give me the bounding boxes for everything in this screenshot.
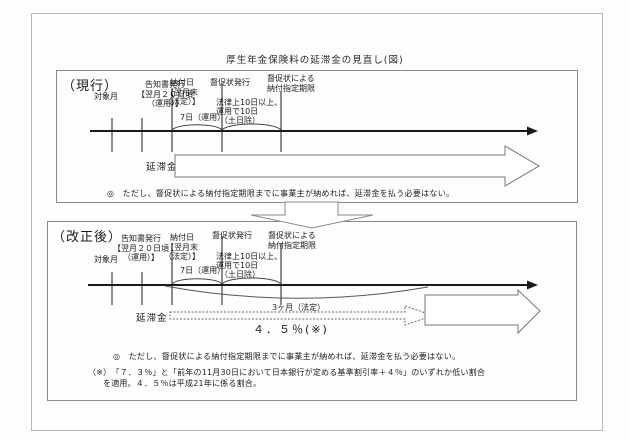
- current-label-due-date: 納付日 【翌月末 （法定）】: [164, 78, 200, 106]
- current-brace-7days: [171, 124, 223, 131]
- revised-label-notice: 告知書発行 【翌月２０日頃 （運用）】: [113, 234, 169, 262]
- current-label-target-month: 対象月: [94, 92, 118, 101]
- revised-rate-low-value: ４．５％(※): [253, 323, 329, 336]
- revised-rate-low-arrow: [169, 305, 435, 326]
- current-label-notice: 告知書発行 【翌月２０日頃 （運用）】: [137, 80, 193, 108]
- current-heading: （現行）: [62, 79, 119, 94]
- revised-interval-10days: 法律上10日以上、 運用で10日 （土日除）: [216, 252, 283, 279]
- revised-note: ◎ ただし、督促状による納付指定期限までに事業主が納めれば、延滞金を払う必要はな…: [113, 352, 461, 361]
- revised-label-reminder: 督促状発行: [212, 231, 252, 240]
- current-interval-7days: 7日（運用）: [180, 113, 226, 122]
- current-note: ◎ ただし、督促状による納付指定期限までに事業主が納めれば、延滞金を払う必要はな…: [107, 189, 455, 198]
- transition-down-arrow: [250, 201, 374, 229]
- revised-timeline: [88, 236, 538, 305]
- revised-three-months-arc: [164, 285, 429, 299]
- current-rate-arrow: [174, 145, 540, 187]
- revised-label-target-month: 対象月: [94, 255, 118, 264]
- revised-rate-high-arrow: [424, 288, 541, 335]
- current-interval-10days: 法律上10日以上、 運用で10日 （土日除）: [216, 98, 283, 125]
- current-label-reminder: 督促状発行: [210, 78, 250, 87]
- current-brace-10days: [221, 123, 282, 131]
- revised-late-fee-label: 延滞金: [136, 313, 168, 324]
- revised-three-months-label: 3ヶ月（法定）: [272, 303, 326, 312]
- page-border: [31, 13, 603, 431]
- revised-brace-10days: [221, 277, 282, 285]
- revised-label-deadline: 督促状による 納付指定期限: [268, 231, 316, 250]
- revised-footnote-line2: を適用。４．５％は平成21年に係る割合。: [103, 379, 262, 388]
- revised-heading: （改正後）: [52, 230, 123, 245]
- current-timeline: [90, 84, 538, 152]
- page-title: 厚生年金保険料の延滞金の見直し(図): [226, 55, 404, 66]
- revised-label-due-date: 納付日 【翌月末 （法定）】: [164, 233, 200, 261]
- revised-brace-7days: [171, 278, 223, 285]
- current-late-fee-label: 延滞金: [146, 162, 178, 173]
- revised-interval-7days: 7日（運用）: [180, 266, 226, 275]
- current-label-deadline: 督促状による 納付指定期限: [267, 74, 315, 93]
- revised-footnote-line1: （※） 「７．３％」と「前年の11月30日において日本銀行が定める基準割引率＋４…: [88, 368, 486, 377]
